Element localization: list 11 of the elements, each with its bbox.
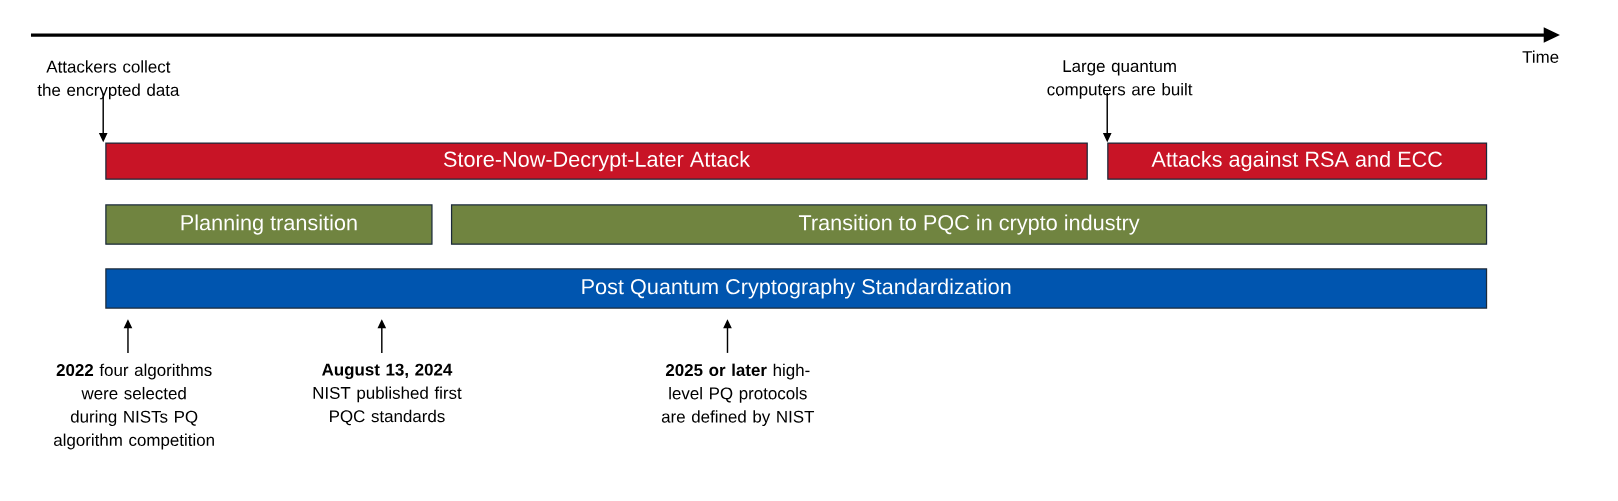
timeline-bar: Transition to PQC in crypto industry bbox=[450, 204, 1488, 245]
timeline-bar: Post Quantum Cryptography Standardization bbox=[105, 268, 1488, 309]
axis-label: Time bbox=[1522, 50, 1559, 63]
timeline-bar: Store-Now-Decrypt-Later Attack bbox=[105, 142, 1088, 180]
annotation-text: August 13, 2024 NIST published first PQC standards bbox=[313, 363, 462, 426]
annotation-text: Attackers collect the encrypted data bbox=[37, 60, 180, 100]
annotation-text: 2022 four algorithms were selected during NISTs PQ algorithm competition bbox=[54, 363, 214, 450]
timeline-bar: Planning transition bbox=[105, 204, 433, 245]
timeline-bar: Attacks against RSA and ECC bbox=[1107, 142, 1488, 180]
annotation-text: 2025 or later high-level PQ protocols are defined by NIST bbox=[661, 363, 815, 426]
annotation-text: Large quantum computers are built bbox=[1047, 60, 1193, 99]
